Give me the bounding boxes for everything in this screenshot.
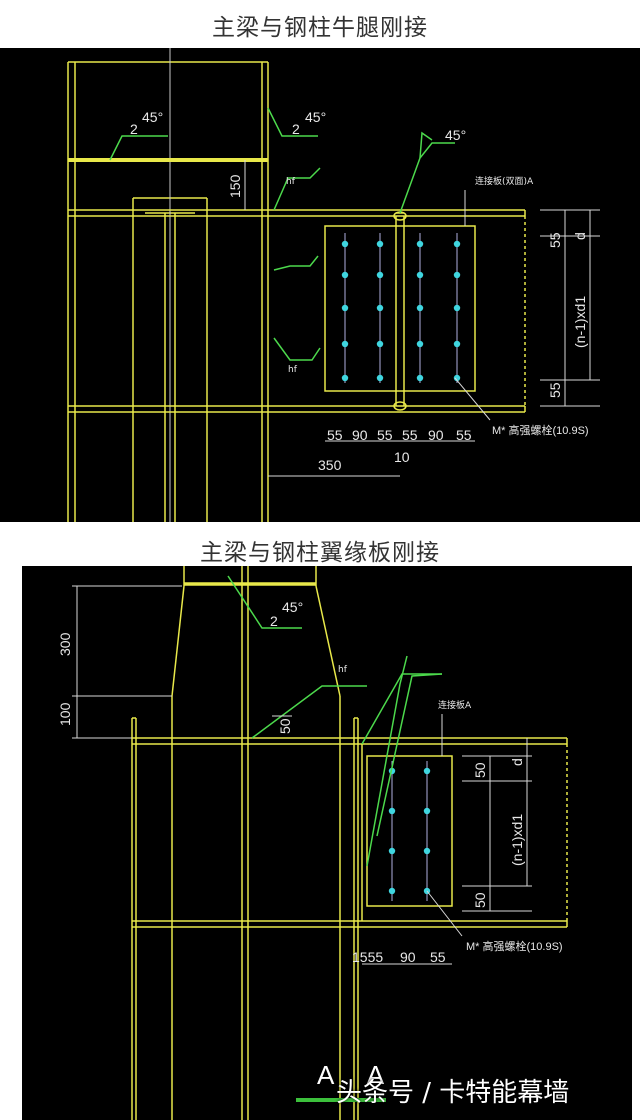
dim-n1: (n-1)xd1 <box>572 296 588 348</box>
left-dimensions <box>72 585 292 739</box>
bolt-marker <box>376 304 384 312</box>
web-splice <box>393 211 407 411</box>
dim-d: d <box>572 232 588 240</box>
dim-10: 10 <box>394 449 410 465</box>
bolt-marker <box>416 240 424 248</box>
bolt-marker <box>341 340 349 348</box>
weld-angle-3: 45° <box>445 127 466 143</box>
bdim-2: 55 <box>377 427 393 443</box>
plate-label: 连接板(双面)A <box>475 175 534 187</box>
bolt-marker <box>416 340 424 348</box>
bolt-marker <box>341 374 349 382</box>
dim-50-top: 50 <box>472 762 488 778</box>
weld-symbols <box>109 107 455 361</box>
weld-angle-1: 45° <box>142 109 163 125</box>
dim-100: 100 <box>57 702 73 726</box>
drawing-beam-to-bracket: 45° 2 45° 2 45° hf hf 150 连接板(双面)A 55 d … <box>0 48 640 522</box>
bolt-group-2 <box>388 761 431 901</box>
bolt-marker <box>453 304 461 312</box>
bolt-marker <box>341 304 349 312</box>
cad-drawing-2: 45° 2 hf 300 100 50 连接板A 50 d (n-1)xd1 5… <box>57 566 568 1120</box>
dim-50-left: 50 <box>277 718 293 734</box>
weld-angle: 45° <box>282 599 303 615</box>
weld-size-2: 2 <box>292 121 300 137</box>
watermark: 头条号 / 卡特能幕墙 <box>336 1078 570 1108</box>
bolt-group <box>341 233 461 383</box>
bdim-3: 55 <box>402 427 418 443</box>
bolt-marker <box>341 240 349 248</box>
weld-symbols-2 <box>227 575 443 867</box>
bolt-label-2: M* 高强螺栓(10.9S) <box>466 939 563 953</box>
weld-hf: hf <box>338 665 348 675</box>
bdim2-0: 1555 <box>352 949 383 965</box>
bolt-marker <box>376 374 384 382</box>
beam-flanges-2 <box>132 737 568 928</box>
bottom-dimensions <box>268 440 475 477</box>
bolt-label: M* 高强螺栓(10.9S) <box>492 423 589 437</box>
column-outline <box>67 61 269 522</box>
dim-55-bottom: 55 <box>547 382 563 398</box>
bolt-marker <box>388 887 396 895</box>
bolt-marker <box>341 271 349 279</box>
right-dimensions <box>540 209 600 407</box>
connection-plate-2 <box>366 755 453 907</box>
caption-bottom: 主梁与钢柱翼缘板刚接 <box>200 540 440 566</box>
bdim2-1: 90 <box>400 949 416 965</box>
drawing-beam-to-flange: 45° 2 hf 300 100 50 连接板A 50 d (n-1)xd1 5… <box>22 566 632 1120</box>
dim-150: 150 <box>227 174 243 198</box>
section-mark: A A <box>317 1060 399 1090</box>
bolt-marker <box>376 271 384 279</box>
dim-50-bottom: 50 <box>472 892 488 908</box>
caption-top: 主梁与钢柱牛腿刚接 <box>212 15 428 41</box>
dim-300: 300 <box>57 632 73 656</box>
weld-size-1: 2 <box>130 121 138 137</box>
weld-hf-1: hf <box>286 177 296 187</box>
cad-drawing-1: 45° 2 45° 2 45° hf hf 150 连接板(双面)A 55 d … <box>67 48 600 522</box>
weld-angle-2: 45° <box>305 109 326 125</box>
bolt-marker <box>416 304 424 312</box>
weld-size: 2 <box>270 613 278 629</box>
plate-label-2: 连接板A <box>438 699 472 711</box>
bolt-marker <box>416 271 424 279</box>
bdim-0: 55 <box>327 427 343 443</box>
bolt-marker <box>376 340 384 348</box>
bdim-5: 55 <box>456 427 472 443</box>
bdim-1: 90 <box>352 427 368 443</box>
dim-55-top: 55 <box>547 232 563 248</box>
column-tapered <box>131 566 359 1120</box>
dim-350: 350 <box>318 457 342 473</box>
bdim-4: 90 <box>428 427 444 443</box>
bolt-leader-2 <box>426 890 463 937</box>
bolt-marker <box>376 240 384 248</box>
section-mark-bar <box>296 1098 386 1102</box>
bolt-marker <box>423 767 431 775</box>
bdim2-2: 55 <box>430 949 446 965</box>
bolt-leader <box>454 377 491 421</box>
bolt-marker <box>423 847 431 855</box>
bolt-marker <box>423 807 431 815</box>
bolt-marker <box>453 271 461 279</box>
bolt-marker <box>453 240 461 248</box>
bolt-marker <box>453 374 461 382</box>
right-dimensions-2 <box>462 738 532 912</box>
dim-n1-2: (n-1)xd1 <box>509 814 525 866</box>
bolt-marker <box>388 847 396 855</box>
bolt-marker <box>453 340 461 348</box>
bolt-marker <box>416 374 424 382</box>
bolt-marker <box>388 807 396 815</box>
dim-d-2: d <box>509 758 525 766</box>
connection-plate <box>324 225 476 392</box>
weld-hf-2: hf <box>288 365 298 375</box>
beam-flanges <box>68 209 526 413</box>
